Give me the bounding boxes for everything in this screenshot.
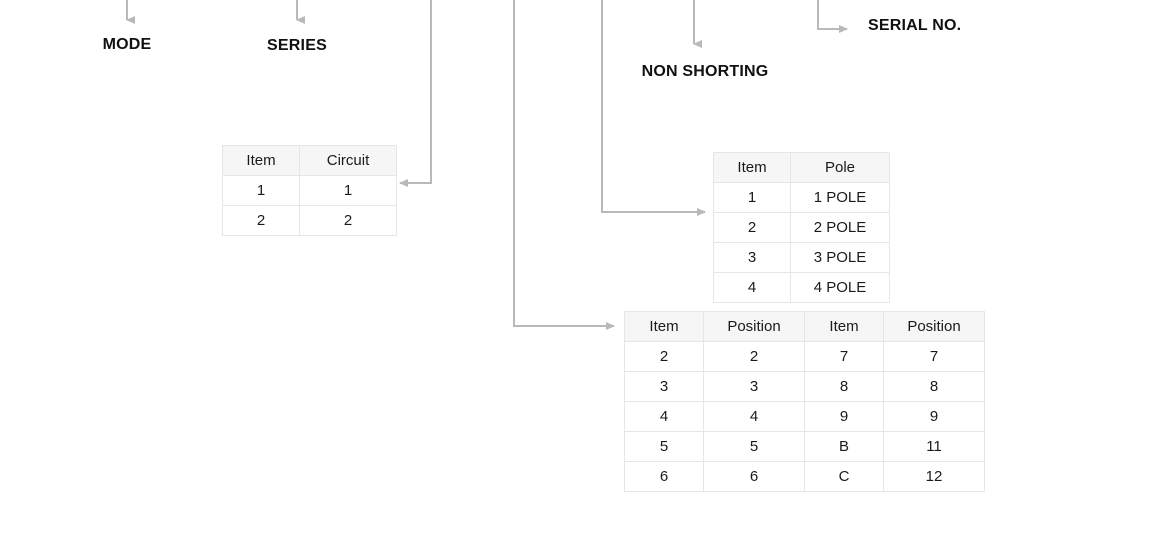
- column-header: Circuit: [299, 145, 397, 176]
- column-header: Pole: [790, 152, 890, 183]
- table-cell: 8: [883, 371, 985, 402]
- column-header: Position: [703, 311, 805, 342]
- table-cell: 1 POLE: [790, 182, 890, 213]
- table-cell: 3: [713, 242, 791, 273]
- table-cell: 4: [713, 272, 791, 303]
- table-cell: 4: [624, 401, 704, 432]
- table-cell: 4 POLE: [790, 272, 890, 303]
- table-cell: 1: [713, 182, 791, 213]
- table-cell: 9: [804, 401, 884, 432]
- table-cell: 3: [624, 371, 704, 402]
- position-arrow: [513, 0, 615, 330]
- table-cell: 2: [703, 341, 805, 372]
- table-cell: 2: [299, 205, 397, 236]
- table-cell: 5: [703, 431, 805, 462]
- table-cell: 1: [299, 175, 397, 206]
- label-mode: MODE: [102, 36, 152, 53]
- table-cell: 1: [222, 175, 300, 206]
- table-cell: 6: [624, 461, 704, 492]
- table-cell: B: [804, 431, 884, 462]
- serial-no-arrow: [817, 0, 848, 33]
- table-cell: 7: [883, 341, 985, 372]
- table-cell: 12: [883, 461, 985, 492]
- table-cell: 2: [222, 205, 300, 236]
- table-cell: 3: [703, 371, 805, 402]
- table-cell: 9: [883, 401, 985, 432]
- table-cell: 5: [624, 431, 704, 462]
- circuit-arrow: [399, 0, 432, 187]
- column-header: Item: [624, 311, 704, 342]
- table-cell: 2 POLE: [790, 212, 890, 243]
- label-non-shorting: NON SHORTING: [641, 63, 769, 80]
- label-series: SERIES: [267, 37, 327, 54]
- table-cell: 7: [804, 341, 884, 372]
- table-cell: 3 POLE: [790, 242, 890, 273]
- pole-arrow: [601, 0, 706, 216]
- table-cell: 6: [703, 461, 805, 492]
- table-cell: C: [804, 461, 884, 492]
- column-header: Item: [713, 152, 791, 183]
- table-cell: 2: [624, 341, 704, 372]
- table-cell: 8: [804, 371, 884, 402]
- table-cell: 2: [713, 212, 791, 243]
- column-header: Item: [804, 311, 884, 342]
- label-serial-no: SERIAL NO.: [868, 17, 962, 34]
- column-header: Position: [883, 311, 985, 342]
- table-cell: 11: [883, 431, 985, 462]
- table-cell: 4: [703, 401, 805, 432]
- column-header: Item: [222, 145, 300, 176]
